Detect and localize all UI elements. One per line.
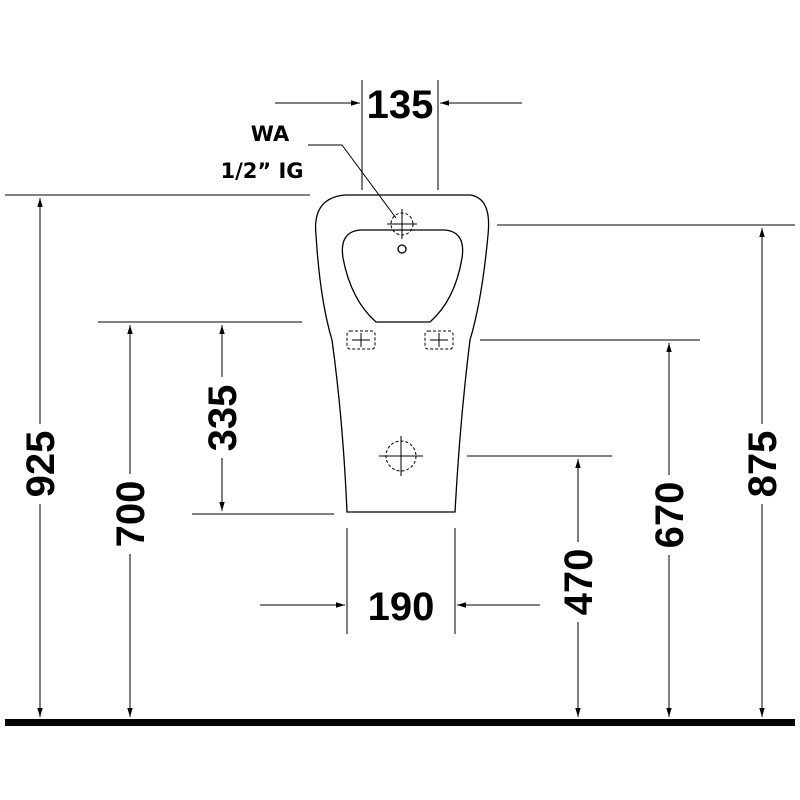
annotation-thread: 1/2” IG [220, 159, 303, 183]
fixing-bolt-right-icon [424, 330, 454, 350]
dimension-outlet-height-value: 470 [557, 549, 601, 616]
dimension-outlet-height: 470 [467, 455, 612, 717]
urinal-bowl-outline [341, 229, 464, 323]
dimension-spreader-height: 875 [497, 224, 795, 717]
dimension-rim-height-value: 700 [109, 481, 153, 548]
dimension-top-width: 135 [275, 80, 522, 190]
dimension-total-height: 925 [5, 194, 310, 717]
outlet-icon [379, 436, 423, 476]
floor-line [5, 719, 795, 726]
dimension-rim-height: 700 [98, 321, 302, 717]
water-inlet-icon [387, 209, 417, 254]
fixing-bolt-left-icon [346, 330, 376, 350]
annotation-wa: WA [251, 122, 290, 146]
dimension-spreader-height-value: 875 [741, 431, 785, 498]
dimension-fixing-height: 670 [480, 339, 700, 717]
dimension-bottom-width-value: 190 [368, 585, 435, 629]
dimension-span-value: 335 [201, 385, 245, 452]
dimension-fixing-height-value: 670 [648, 482, 692, 549]
dimension-span: 335 [192, 325, 334, 515]
dimension-bottom-width: 190 [260, 528, 540, 634]
annotation-leader [308, 144, 397, 219]
dimension-top-width-value: 135 [367, 83, 434, 127]
urinal-body-outline [314, 194, 490, 513]
dimension-total-height-value: 925 [19, 431, 63, 498]
